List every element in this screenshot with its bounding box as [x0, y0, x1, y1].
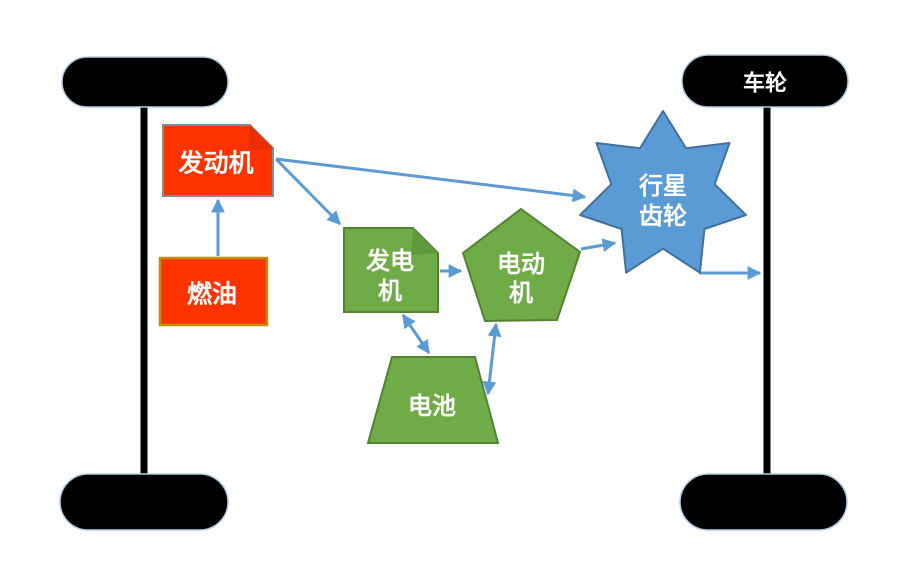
wheel-top-right-tire: [681, 54, 849, 108]
motor-label-line2: 机: [509, 279, 533, 307]
wheel-bottom-left-tire: [59, 473, 229, 531]
edge-engine-to-generator: [274, 157, 342, 226]
engine-label: 发动机: [177, 149, 253, 178]
edge-arrows: [211, 157, 762, 396]
wheel-top-right: 车轮: [681, 54, 849, 108]
edge-generator-battery-bidirectional: [401, 313, 431, 355]
motor-label-line1: 电动: [497, 250, 545, 278]
edge-motor-to-planetary-gear: [580, 238, 617, 252]
motor-shape: [461, 207, 582, 323]
planetary-gear-label-line2: 齿轮: [639, 202, 687, 230]
engine-node: 发动机: [162, 124, 274, 197]
generator-folded-corner: [411, 228, 438, 255]
generator-label-line1: 发电: [365, 247, 414, 275]
engine-folded-corner: [248, 125, 273, 150]
battery-label: 电池: [408, 392, 456, 420]
battery-node: 电池: [366, 356, 500, 444]
motor-node: 电动 机: [461, 207, 582, 323]
battery-shape: [366, 356, 500, 444]
wheel-label: 车轮: [743, 71, 787, 97]
edge-engine-to-planetary-gear: [275, 157, 587, 203]
fuel-label: 燃油: [187, 280, 237, 309]
planetary-gear-node: 行星 齿轮: [579, 110, 747, 274]
engine-shape: [162, 124, 274, 197]
wheel-top-left-tire: [61, 56, 229, 108]
generator-label-line2: 机: [378, 277, 402, 305]
edge-battery-motor-bidirectional: [482, 322, 502, 396]
generator-node: 发电 机: [343, 227, 439, 313]
fuel-node: 燃油: [158, 256, 269, 327]
fuel-shape: [158, 256, 269, 327]
planetary-gear-label-line1: 行星: [638, 172, 687, 200]
planetary-gear-shape: [579, 110, 747, 274]
wheel-bottom-right-tire: [679, 473, 848, 531]
